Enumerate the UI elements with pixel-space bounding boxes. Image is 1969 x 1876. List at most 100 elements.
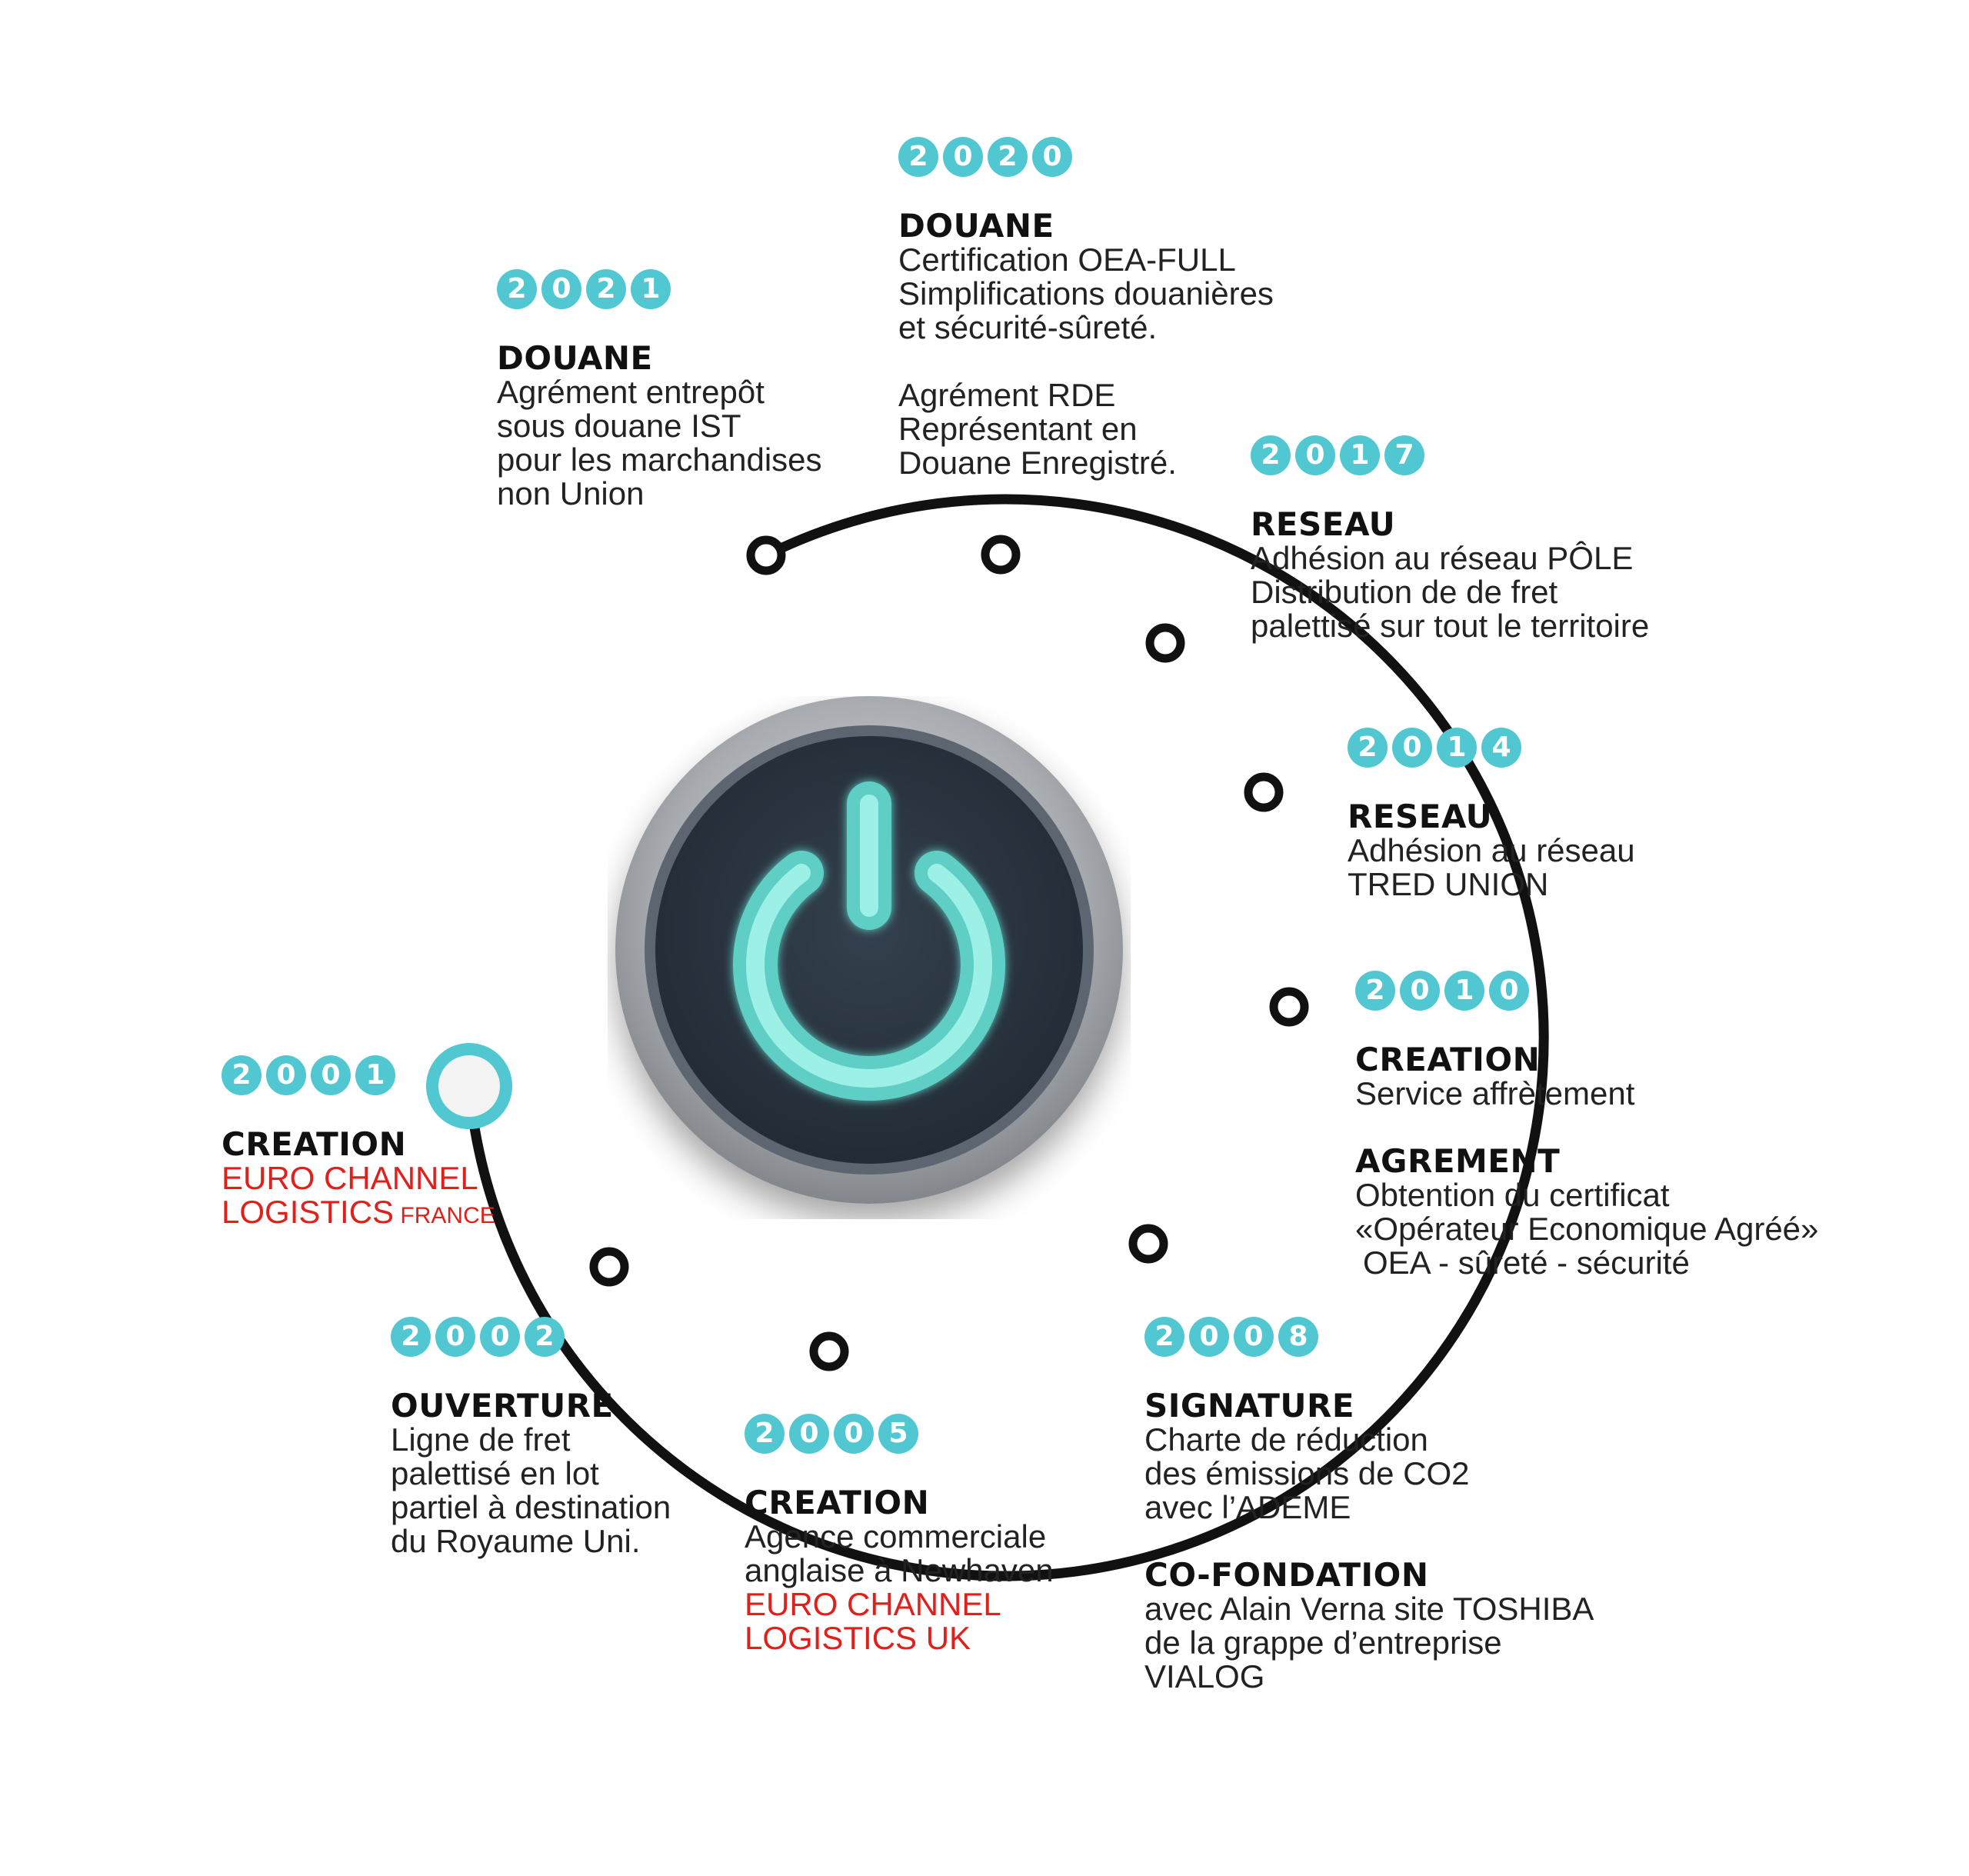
event-line-text: des émissions de CO2: [1144, 1455, 1470, 1491]
timeline-node-2017: [1145, 623, 1185, 663]
event-line-suffix: FRANCE: [394, 1203, 495, 1228]
event-title: CREATION: [222, 1125, 407, 1163]
year-digit: 0: [1295, 435, 1335, 475]
event-line: OEA - sûreté - sécurité: [1355, 1246, 1818, 1280]
section-gap: [1144, 1524, 1594, 1558]
event-line: Représentant en: [898, 412, 1274, 446]
event-line-text: VIALOG: [1144, 1658, 1265, 1694]
year-digit: 2: [391, 1317, 431, 1357]
event-line: palettisé en lot: [391, 1457, 671, 1491]
event-line: Agrément RDE: [898, 378, 1274, 412]
year-digit: 0: [266, 1055, 306, 1095]
year-digit: 8: [1278, 1317, 1318, 1357]
power-icon: [733, 781, 1005, 1101]
event-line: du Royaume Uni.: [391, 1524, 671, 1558]
timeline-node-2021: [746, 535, 786, 575]
year-digit: 0: [1234, 1317, 1274, 1357]
year-digit: 2: [222, 1055, 262, 1095]
year-digit: 0: [943, 137, 983, 177]
event-line-text: EURO CHANNEL: [222, 1160, 478, 1196]
event-line: pour les marchandises: [497, 443, 822, 477]
year-digit: 1: [1444, 971, 1484, 1011]
event-line: Simplifications douanières: [898, 277, 1274, 311]
event-line-text: partiel à destination: [391, 1489, 671, 1525]
event-line-text: avec Alain Verna site TOSHIBA: [1144, 1591, 1594, 1627]
event-line: Douane Enregistré.: [898, 446, 1274, 480]
event-line-text: Ligne de fret: [391, 1421, 571, 1458]
event-line-text: et sécurité-sûreté.: [898, 309, 1158, 345]
event-line: Agence commerciale: [745, 1520, 1054, 1554]
event-line-text: «Opérateur Economique Agréé»: [1355, 1211, 1819, 1247]
event-line: palettisé sur tout le territoire: [1251, 609, 1649, 643]
event-line-text: du Royaume Uni.: [391, 1523, 641, 1559]
event-line-text: Agrément RDE: [898, 377, 1116, 413]
event-line: de la grappe d’entreprise: [1144, 1626, 1594, 1660]
event-line: «Opérateur Economique Agréé»: [1355, 1212, 1818, 1246]
power-button: [608, 696, 1131, 1219]
event-line-text: TRED UNION: [1348, 866, 1549, 902]
year-digit: 2: [497, 269, 537, 309]
year-digit: 1: [355, 1055, 395, 1095]
event-title: SIGNATURE: [1144, 1387, 1355, 1424]
timeline-node-2005: [809, 1331, 849, 1371]
year-digit: 0: [1189, 1317, 1229, 1357]
event-line-text: Obtention du certificat: [1355, 1177, 1670, 1213]
event-line-text: Agrément entrepôt: [497, 374, 765, 410]
event-line: Ligne de fret: [391, 1423, 671, 1457]
year-digit: 0: [1489, 971, 1529, 1011]
event-line-text: Représentant en: [898, 411, 1138, 447]
year-digit: 2: [1348, 728, 1388, 768]
timeline-node-2010: [1269, 987, 1309, 1027]
timeline-node-2002: [589, 1247, 629, 1287]
timeline-node-2008: [1128, 1224, 1168, 1264]
year-digit: 0: [541, 269, 581, 309]
event-title: CREATION: [1355, 1041, 1541, 1078]
year-digit: 2: [525, 1317, 565, 1357]
event-line: EURO CHANNEL: [745, 1588, 1054, 1621]
event-line: non Union: [497, 477, 822, 511]
event-line-text: sous douane IST: [497, 408, 741, 444]
event-line: des émissions de CO2: [1144, 1457, 1594, 1491]
event-line: LOGISTICS FRANCE: [222, 1195, 495, 1233]
event-line: Adhésion au réseau PÔLE: [1251, 541, 1649, 575]
year-digit: 2: [1355, 971, 1395, 1011]
section-gap: [898, 345, 1274, 378]
event-line-text: Charte de réduction: [1144, 1421, 1428, 1458]
event-line-text: Simplifications douanières: [898, 275, 1274, 312]
event-line-text: Distribution de de fret: [1251, 574, 1558, 610]
event-line-text: anglaise à Newhaven: [745, 1552, 1054, 1588]
event-line-text: de la grappe d’entreprise: [1144, 1624, 1502, 1661]
year-digit: 2: [988, 137, 1028, 177]
year-digit: 0: [480, 1317, 520, 1357]
event-line: EURO CHANNEL: [222, 1161, 495, 1195]
timeline-line: [464, 494, 1549, 1581]
section-gap: [1355, 1111, 1818, 1145]
event-line: Obtention du certificat: [1355, 1178, 1818, 1212]
event-line: avec l’ADEME: [1144, 1491, 1594, 1524]
event-line-text: avec l’ADEME: [1144, 1489, 1351, 1525]
event-line-text: pour les marchandises: [497, 442, 822, 478]
event-line: et sécurité-sûreté.: [898, 311, 1274, 345]
event-line-text: non Union: [497, 475, 645, 511]
year-digit: 2: [745, 1414, 785, 1454]
event-line-text: LOGISTICS: [222, 1194, 395, 1230]
event-title: RESEAU: [1348, 798, 1493, 835]
year-digit: 0: [1392, 728, 1432, 768]
event-line: TRED UNION: [1348, 868, 1635, 901]
event-line-text: Agence commerciale: [745, 1518, 1047, 1554]
event-line-text: palettisé en lot: [391, 1455, 599, 1491]
event-line-text: palettisé sur tout le territoire: [1251, 608, 1650, 644]
event-line: LOGISTICS UK: [745, 1621, 1054, 1655]
timeline-node-2001: [426, 1043, 512, 1129]
